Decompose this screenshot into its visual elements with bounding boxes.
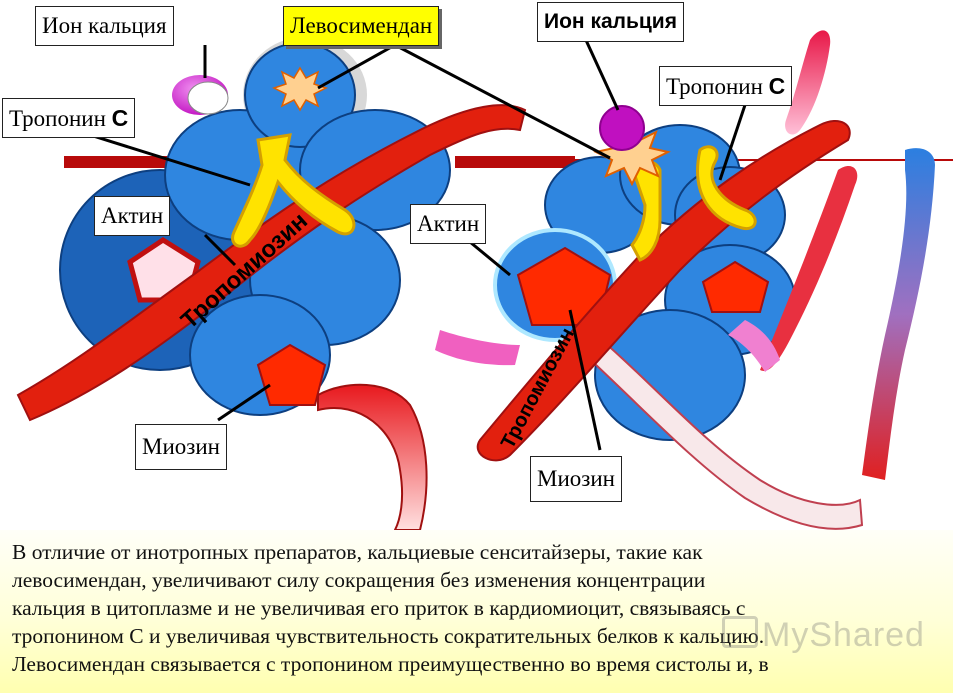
caption-line: тропонином С и увеличивая чувствительнос… [12,624,765,648]
left-myosin-tail [317,383,428,530]
right-small-myosin-head-icon [701,260,770,313]
right-pink-tail [785,30,831,135]
left-tropomyosin-strand [16,104,527,422]
actin-label-left: Актин [94,196,171,236]
watermark-logo: MyShared [722,616,925,655]
watermark-icon [722,616,758,648]
right-calcium-ion-icon [599,105,645,151]
right-tropomyosin-strand [476,120,851,462]
calcium-ion-label-right: Ион кальция [537,2,684,42]
caption-line: Левосимендан связывается с тропонином пр… [12,652,769,676]
myosin-label-left: Миозин [135,424,227,470]
right-pink-lower-tail [435,330,520,366]
caption-line: кальция в цитоплазме и не увеличивая его… [12,596,746,620]
left-myosin-head-icon [256,343,327,406]
myosin-label-right: Миозин [530,456,622,502]
troponin-c-label-left: Тропонин C [2,98,136,138]
caption-text: В отличие от инотропных препаратов, каль… [0,530,953,693]
caption-line: В отличие от инотропных препаратов, каль… [12,540,703,564]
calcium-ion-label-left: Ион кальция [35,6,174,46]
right-blue-tail [862,148,935,480]
leader-lines [89,37,747,451]
right-red-tail [760,165,858,371]
muscle-filament-diagram: Тропомиозин Тропомиозин [16,30,953,530]
troponin-c-label-right: Тропонин C [659,66,793,106]
levosimendan-label: Левосимендан [283,6,440,46]
caption-line: левосимендан, увеличивают силу сокращени… [12,568,706,592]
right-myosin-head-icon [516,246,612,326]
right-pink-mid-tail [728,320,780,372]
actin-label-right: Актин [410,204,487,244]
left-troponin-c-icon [231,133,356,248]
left-levosimendan-star-icon [272,66,328,112]
